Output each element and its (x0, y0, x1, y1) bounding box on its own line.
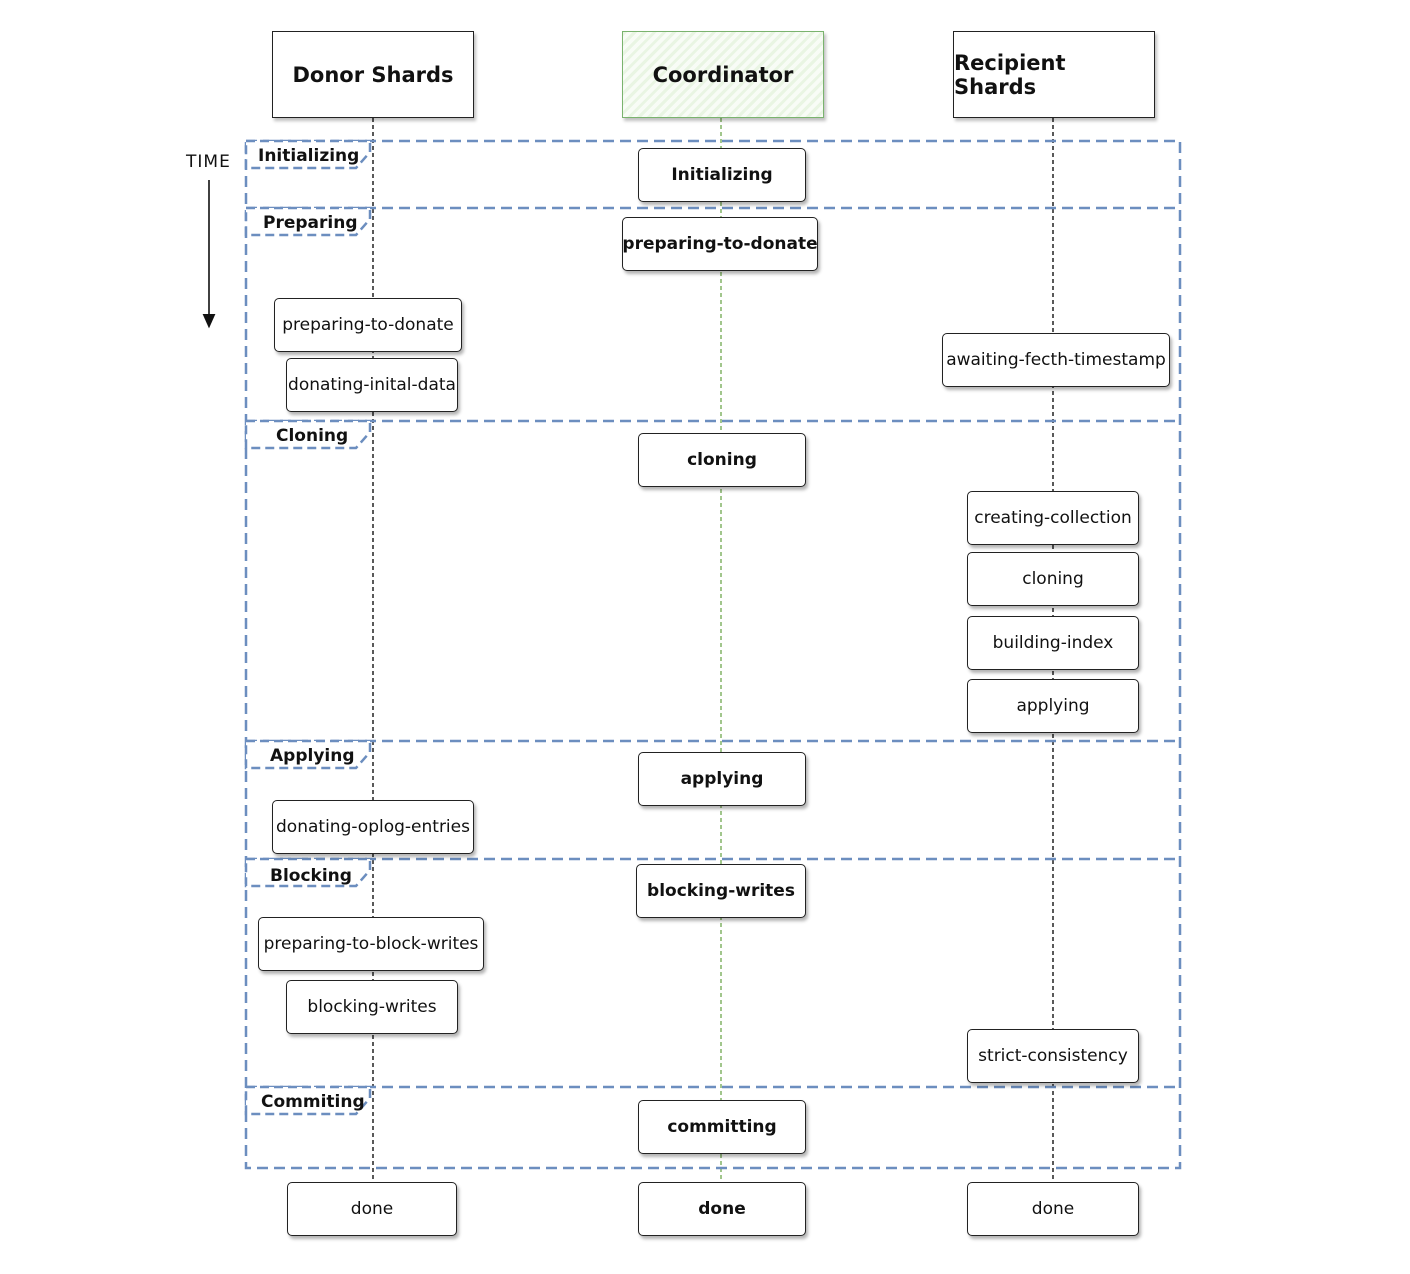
recipient-state-applying: applying (967, 679, 1139, 733)
recipient-state-done: done (967, 1182, 1139, 1236)
phase-frame (244, 139, 1182, 1170)
donor-state-preparing-to-block-writes: preparing-to-block-writes (258, 917, 484, 971)
donor-state-preparing-to-donate: preparing-to-donate (274, 298, 462, 352)
coordinator-state-done: done (638, 1182, 806, 1236)
coordinator-state-initializing: Initializing (638, 148, 806, 202)
coordinator-header: Coordinator (622, 31, 824, 118)
phase-tab-shape (244, 206, 372, 237)
time-label: TIME (186, 152, 231, 172)
donor-shards-header: Donor Shards (272, 31, 474, 118)
phase-label-preparing: Preparing (263, 213, 358, 233)
recipient-state-creating-collection: creating-collection (967, 491, 1139, 545)
recipient-state-awaiting-fetch-timestamp: awaiting-fecth-timestamp (942, 333, 1170, 387)
coordinator-state-blocking-writes: blocking-writes (636, 864, 806, 918)
recipient-state-strict-consistency: strict-consistency (967, 1029, 1139, 1083)
coordinator-state-preparing-to-donate: preparing-to-donate (622, 217, 818, 271)
donor-state-done: done (287, 1182, 457, 1236)
donor-state-donating-initial-data: donating-inital-data (286, 358, 458, 412)
recipient-shards-header: Recipient Shards (953, 31, 1155, 118)
phase-tab-shape (244, 419, 372, 450)
coordinator-state-committing: committing (638, 1100, 806, 1154)
donor-state-donating-oplog-entries: donating-oplog-entries (272, 800, 474, 854)
recipient-state-building-index: building-index (967, 616, 1139, 670)
coordinator-state-applying: applying (638, 752, 806, 806)
phase-tab-shape (244, 1085, 372, 1116)
phase-tab-shape (244, 857, 372, 888)
donor-state-blocking-writes: blocking-writes (286, 980, 458, 1034)
phase-label-commiting: Commiting (261, 1092, 365, 1112)
phase-label-applying: Applying (270, 746, 355, 766)
phase-label-blocking: Blocking (270, 866, 352, 886)
recipient-state-cloning: cloning (967, 552, 1139, 606)
phase-tab-shape (244, 139, 372, 170)
phase-tab-shape (244, 739, 372, 770)
coordinator-state-cloning: cloning (638, 433, 806, 487)
phase-label-initializing: Initializing (258, 146, 360, 166)
phase-label-cloning: Cloning (276, 426, 349, 446)
